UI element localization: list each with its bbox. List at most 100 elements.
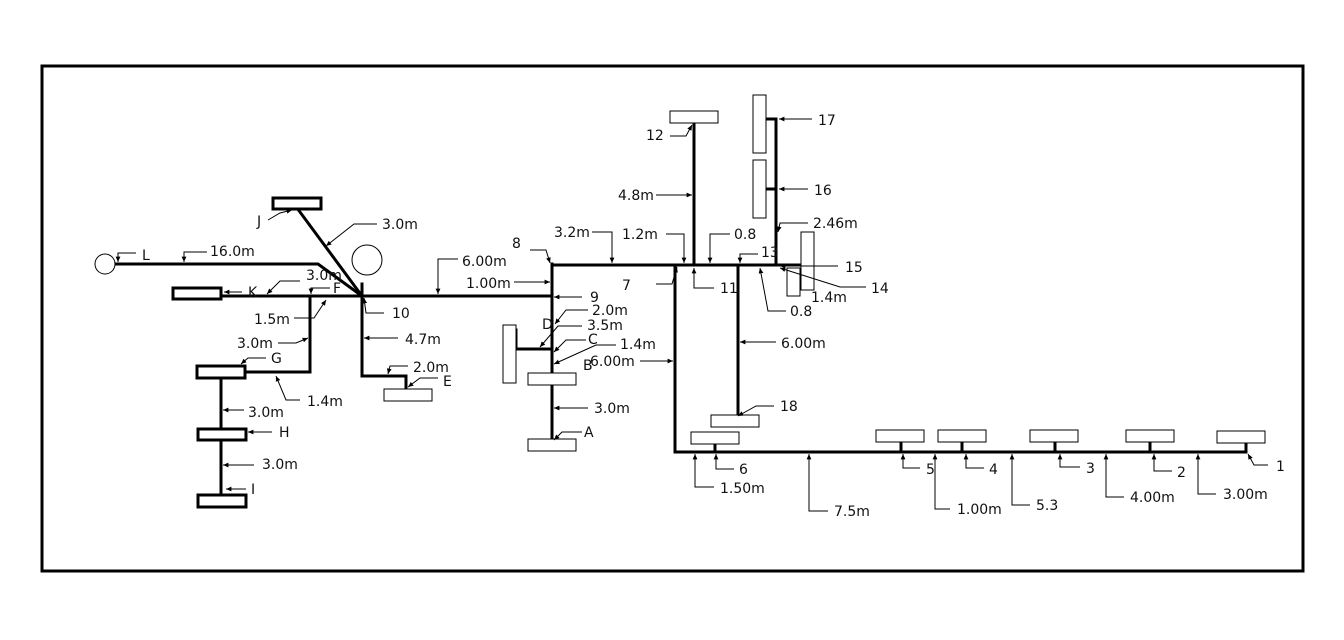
label-12: 12 xyxy=(646,128,664,144)
leader-2 xyxy=(1151,454,1172,472)
dim-1-2: 1.2m xyxy=(622,227,658,243)
leader-1-00-bot xyxy=(932,454,950,510)
leader-0-8-top xyxy=(707,233,730,263)
fixture-4 xyxy=(937,429,987,443)
dim-6-00-18: 6.00m xyxy=(781,336,826,352)
dim-3-0-K: 3.0m xyxy=(306,268,342,284)
leader-3-0-K xyxy=(266,280,300,295)
dim-3-00: 3.00m xyxy=(1223,487,1268,503)
leader-3-5 xyxy=(539,325,582,348)
label-8: 8 xyxy=(512,236,521,252)
dim-3-2: 3.2m xyxy=(554,225,590,241)
label-10: 10 xyxy=(392,306,410,322)
dim-0-8-bot: 0.8 xyxy=(790,304,812,320)
leader-4-00 xyxy=(1103,454,1124,498)
leader-3 xyxy=(1057,454,1080,468)
dim-3-0-I: 3.0m xyxy=(262,457,298,473)
leader-14 xyxy=(779,267,866,288)
leader-0-8-bot xyxy=(758,267,786,312)
dim-1-4-G: 1.4m xyxy=(307,394,343,410)
label-14: 14 xyxy=(871,281,889,297)
dim-7-5: 7.5m xyxy=(834,504,870,520)
fixtures xyxy=(94,94,1266,509)
dim-3-5: 3.5m xyxy=(587,318,623,334)
leader-6-00-main xyxy=(435,258,458,294)
label-B: B xyxy=(583,358,593,374)
dim-3-0-G: 3.0m xyxy=(237,336,273,352)
leader-E xyxy=(407,377,438,388)
leader-1-50 xyxy=(692,454,714,488)
pipe-L xyxy=(114,262,365,299)
label-J: J xyxy=(256,214,261,230)
dim-6-00-vert: 6.00m xyxy=(590,354,635,370)
leader-1-5 xyxy=(294,299,327,319)
label-G: G xyxy=(271,351,282,367)
fixture-16 xyxy=(752,159,767,219)
pipe-G-branch xyxy=(244,294,312,374)
fixture-12 xyxy=(669,110,719,124)
leader-3-00 xyxy=(1195,454,1216,495)
fixture-circle-top xyxy=(351,244,383,276)
label-K: K xyxy=(248,285,258,301)
dim-1-5: 1.5m xyxy=(254,312,290,328)
leader-18 xyxy=(737,405,774,417)
leader-2-46 xyxy=(776,222,808,233)
leader-7 xyxy=(656,266,678,285)
label-C: C xyxy=(588,332,598,348)
leader-lines xyxy=(115,116,1268,512)
dim-3-0-H: 3.0m xyxy=(248,405,284,421)
fixture-J xyxy=(271,196,323,211)
dim-0-8-top: 0.8 xyxy=(734,227,756,243)
fixture-5 xyxy=(875,429,925,443)
fixture-E xyxy=(383,388,433,402)
leader-3-0-J xyxy=(325,223,377,247)
fixture-B xyxy=(527,372,577,386)
label-7: 7 xyxy=(622,278,631,294)
leader-4 xyxy=(963,454,984,469)
diagram-frame xyxy=(40,64,1305,573)
fixture-6 xyxy=(690,431,740,445)
leader-2-0-E xyxy=(386,365,408,375)
fixture-2 xyxy=(1125,429,1175,443)
label-3: 3 xyxy=(1086,461,1095,477)
fixture-15 xyxy=(800,231,815,291)
text-labels: L 16.0m J 3.0m K 3.0m F 1.5m 3.0m G 1.4m… xyxy=(142,113,1285,520)
pipe-E xyxy=(360,294,408,390)
fixture-H xyxy=(196,427,248,442)
fixture-18 xyxy=(710,414,760,428)
fixture-14 xyxy=(786,267,801,297)
leader-13 xyxy=(737,253,758,263)
label-L: L xyxy=(142,248,150,264)
fixture-L-circle xyxy=(94,253,116,275)
leader-5-3 xyxy=(1009,454,1030,506)
fixture-K xyxy=(171,286,223,301)
label-11: 11 xyxy=(720,281,738,297)
leader-3-0-G xyxy=(278,337,309,344)
leader-10 xyxy=(362,297,384,314)
label-13: 13 xyxy=(761,245,779,261)
leader-G xyxy=(240,357,266,365)
dim-1-4-C: 1.4m xyxy=(620,337,656,353)
leader-5 xyxy=(900,454,920,469)
dim-3-0-J: 3.0m xyxy=(382,217,418,233)
dim-4-7: 4.7m xyxy=(405,332,441,348)
dim-1-00-bot: 1.00m xyxy=(957,502,1002,518)
dim-1-00-main: 1.00m xyxy=(466,276,511,292)
fixture-I xyxy=(196,493,248,509)
label-5: 5 xyxy=(926,462,935,478)
dim-6-00-main: 6.00m xyxy=(462,254,507,270)
dim-16-0: 16.0m xyxy=(210,244,255,260)
leader-7-5 xyxy=(806,454,828,512)
label-I: I xyxy=(251,482,255,498)
label-17: 17 xyxy=(818,113,836,129)
label-4: 4 xyxy=(989,462,998,478)
dim-4-00: 4.00m xyxy=(1130,490,1175,506)
label-9: 9 xyxy=(590,290,599,306)
leader-6 xyxy=(713,454,734,470)
leader-1-4-G xyxy=(275,375,300,401)
label-A: A xyxy=(584,425,594,441)
label-16: 16 xyxy=(814,183,832,199)
fixture-17 xyxy=(752,94,767,154)
fixture-1 xyxy=(1216,430,1266,444)
